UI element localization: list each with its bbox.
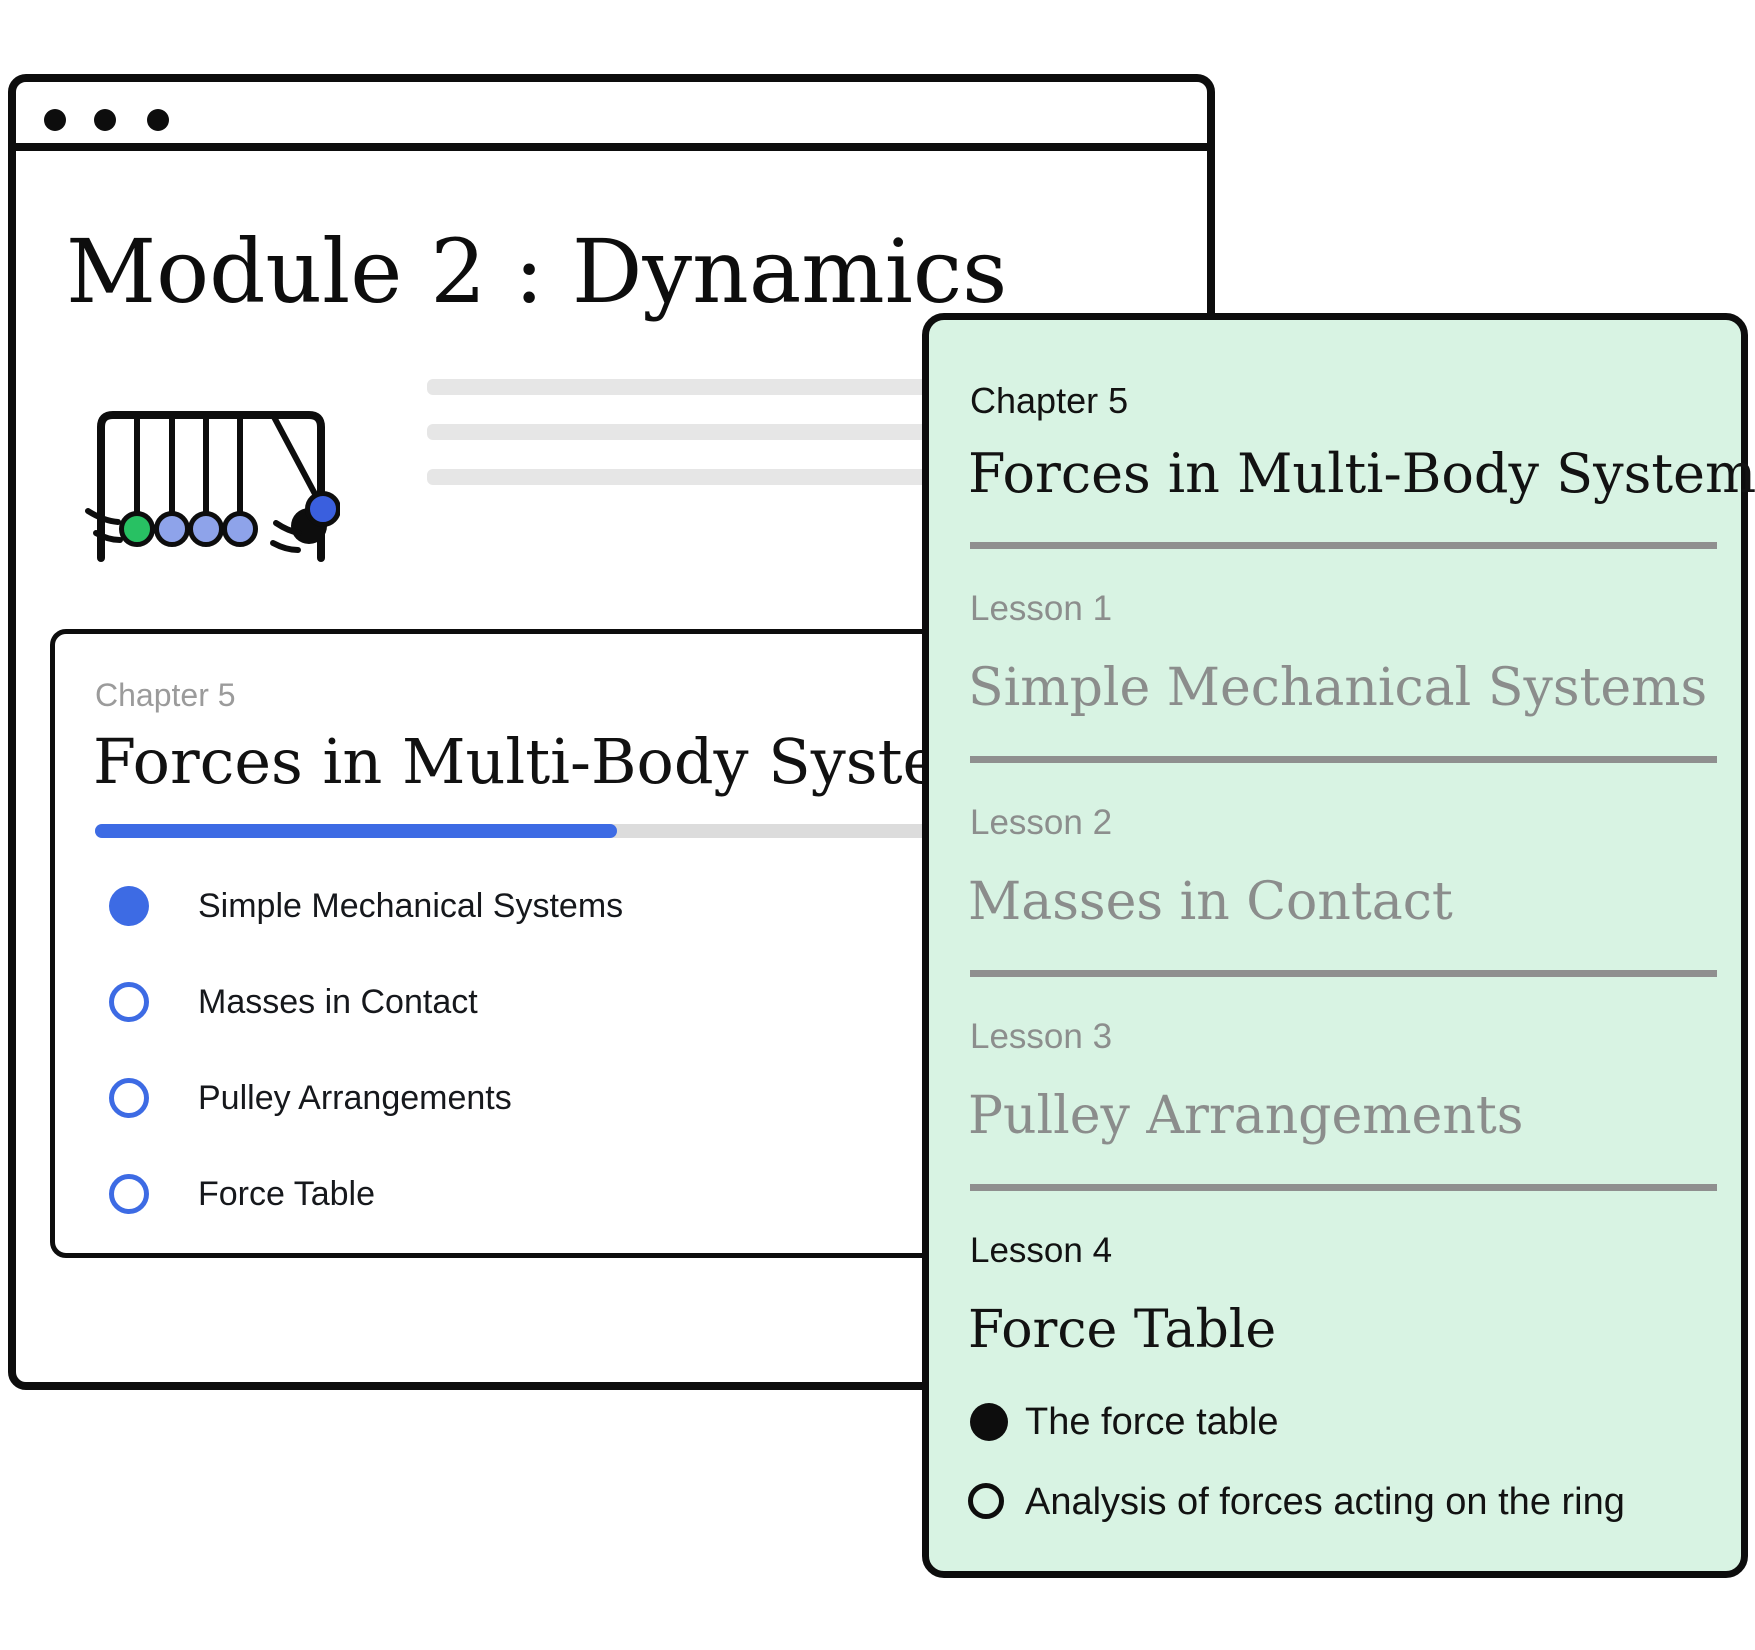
divider [970, 1184, 1717, 1191]
lesson-item-label[interactable]: Masses in Contact [198, 983, 478, 1021]
radio-unselected-icon[interactable] [109, 982, 149, 1022]
lesson-list-item[interactable]: Pulley Arrangements [55, 1075, 1147, 1121]
chapter-title: Forces in Multi-Body Systems [93, 725, 1030, 798]
lesson-list-item[interactable]: Force Table [55, 1171, 1147, 1217]
page-title: Module 2 : Dynamics [66, 220, 1008, 323]
lesson-item-label[interactable]: Simple Mechanical Systems [198, 887, 624, 925]
newtons-cradle-icon [85, 411, 340, 562]
lesson-title[interactable]: Simple Mechanical Systems [968, 658, 1708, 718]
window-control-dot-icon[interactable] [94, 109, 116, 131]
divider [970, 542, 1717, 549]
panel-chapter-title: Forces in Multi-Body Systems [968, 442, 1755, 505]
skeleton-text-line [427, 469, 1067, 485]
radio-unselected-icon[interactable] [109, 1174, 149, 1214]
radio-unselected-icon[interactable] [109, 1078, 149, 1118]
chapter-label: Chapter 5 [95, 677, 236, 713]
lesson-list-item[interactable]: Masses in Contact [55, 979, 1147, 1025]
window-control-dot-icon[interactable] [44, 109, 66, 131]
lesson-number-label: Lesson 1 [970, 589, 1113, 628]
topic-item-label[interactable]: Analysis of forces acting on the ring [1025, 1481, 1625, 1523]
lesson-item-label[interactable]: Pulley Arrangements [198, 1079, 512, 1117]
radio-selected-icon[interactable] [970, 1403, 1008, 1441]
lesson-number-label: Lesson 2 [970, 803, 1113, 842]
radio-selected-icon[interactable] [109, 886, 149, 926]
panel-chapter-label: Chapter 5 [970, 380, 1129, 421]
skeleton-text-line [427, 379, 1067, 395]
topic-list-item[interactable]: The force table [929, 1398, 1741, 1446]
lesson-list-item[interactable]: Simple Mechanical Systems [55, 883, 1147, 929]
lesson-title[interactable]: Force Table [968, 1300, 1277, 1360]
window-titlebar [16, 82, 1207, 151]
window-control-dot-icon[interactable] [147, 109, 169, 131]
divider [970, 970, 1717, 977]
lesson-number-label: Lesson 4 [970, 1231, 1113, 1270]
topic-list-item[interactable]: Analysis of forces acting on the ring [929, 1478, 1741, 1526]
progress-bar-fill [95, 824, 617, 838]
chapter-detail-panel: Chapter 5 Forces in Multi-Body Systems L… [922, 313, 1755, 1578]
topic-item-label[interactable]: The force table [1025, 1401, 1279, 1443]
divider [970, 756, 1717, 763]
lesson-item-label[interactable]: Force Table [198, 1175, 376, 1213]
skeleton-text-line [427, 424, 1067, 440]
progress-bar [95, 824, 1107, 838]
lesson-title[interactable]: Pulley Arrangements [968, 1086, 1524, 1146]
lesson-title[interactable]: Masses in Contact [968, 872, 1453, 932]
radio-unselected-icon[interactable] [968, 1483, 1004, 1519]
lesson-number-label: Lesson 3 [970, 1017, 1113, 1056]
